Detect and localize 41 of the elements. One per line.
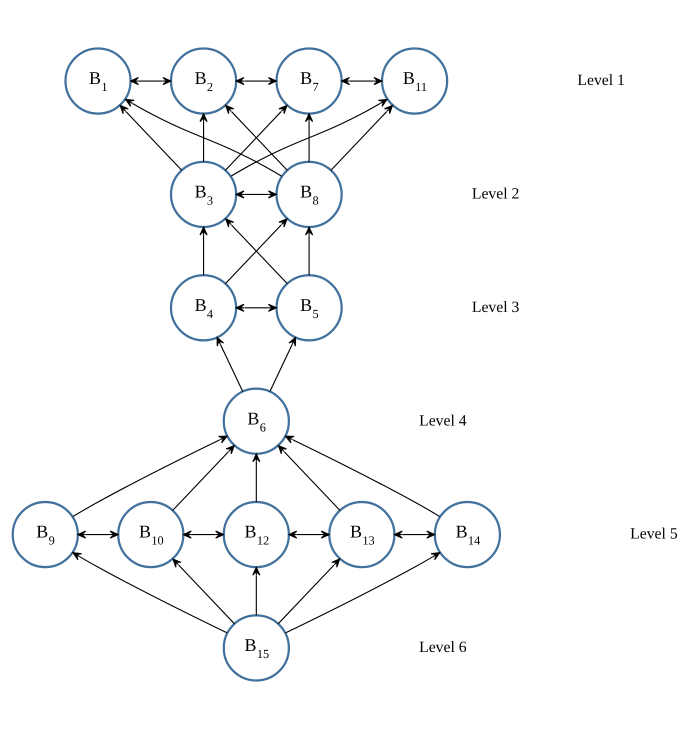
label: Level 1 [577, 72, 625, 90]
arrow [252, 566, 260, 616]
arrow [278, 558, 340, 624]
label: Level 3 [472, 298, 520, 316]
arrow [341, 76, 382, 86]
arrow [77, 530, 119, 539]
node-circle: B$_{12}$ [222, 500, 290, 568]
arrow [285, 552, 440, 634]
arrow [236, 190, 277, 199]
arrow [304, 113, 314, 162]
label: Level 2 [472, 186, 520, 203]
arrow [236, 76, 277, 86]
arrow [216, 336, 244, 392]
arrow [269, 336, 296, 392]
arrow [252, 453, 260, 502]
arrow [199, 226, 208, 276]
label: Level 4 [419, 412, 467, 430]
arrow [72, 436, 228, 517]
node-circle: B$_{4}$ [170, 274, 238, 342]
arrow [278, 445, 340, 511]
arrow [172, 558, 235, 624]
arrow [394, 530, 436, 539]
arrow [288, 530, 330, 539]
node-circle: B$_{5}$ [275, 274, 343, 342]
arrow [120, 104, 182, 171]
node-circle: B$_{14}$ [434, 500, 502, 568]
arrow [172, 445, 235, 511]
node-circle: B$_{9}$ [12, 500, 79, 568]
arrow [330, 104, 393, 171]
label: Level 5 [630, 526, 678, 543]
label: Level 6 [419, 639, 467, 656]
arrow [72, 552, 228, 634]
arrow [182, 530, 224, 539]
node-circle: B$_{15}$ [222, 614, 290, 682]
arrow [125, 98, 282, 177]
arrow [199, 113, 208, 162]
arrow [230, 98, 388, 177]
arrow [236, 304, 277, 312]
arrow [130, 76, 172, 86]
arrow [304, 226, 314, 276]
arrow [284, 436, 440, 517]
